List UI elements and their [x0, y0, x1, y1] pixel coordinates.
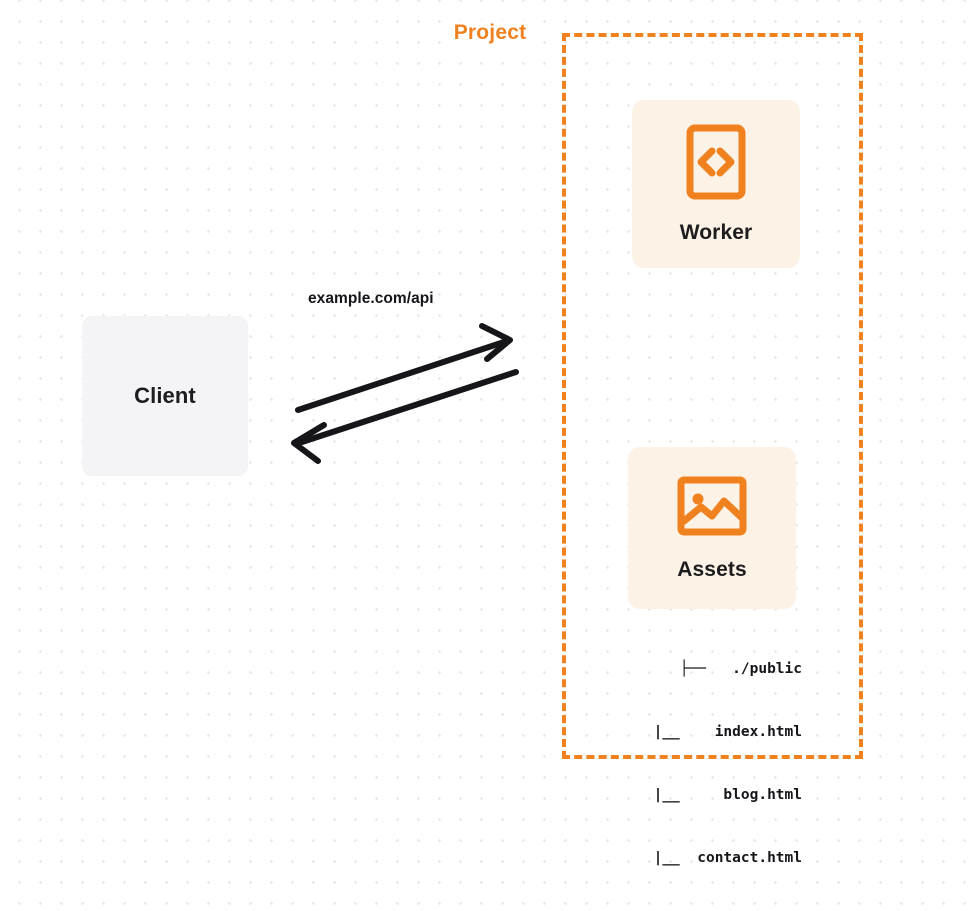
worker-node[interactable]: Worker: [632, 100, 800, 268]
client-node[interactable]: Client: [82, 316, 248, 476]
connection-label: example.com/api: [308, 290, 434, 307]
response-arrow: [291, 369, 519, 464]
project-boundary: [562, 33, 863, 759]
project-title: Project: [447, 21, 533, 45]
request-arrow: [295, 323, 513, 413]
file-tree: ├── ./public |__ index.html |__ blog.htm…: [600, 617, 802, 911]
file-tree-row: |__ blog.html: [618, 787, 802, 803]
file-tree-row: |__ contact.html: [618, 850, 802, 866]
code-brackets-icon: [686, 124, 746, 205]
image-icon: [677, 475, 747, 542]
client-label: Client: [134, 383, 196, 408]
file-tree-row: ├── ./public: [679, 661, 802, 677]
file-tree-row: |__ index.html: [618, 724, 802, 740]
diagram-canvas: Client example.com/api Project: [82, 21, 863, 866]
worker-label: Worker: [679, 220, 753, 244]
assets-node[interactable]: Assets: [628, 447, 796, 609]
assets-label: Assets: [677, 557, 747, 581]
connection-arrows: [270, 280, 530, 470]
